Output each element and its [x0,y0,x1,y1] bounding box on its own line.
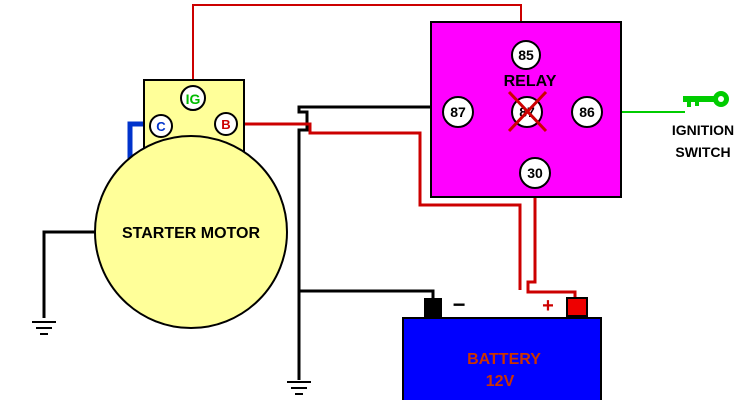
ground-symbol-battery [287,381,311,395]
battery-minus-sign: − [453,292,466,317]
battery-label-line2: 12V [486,373,515,390]
ignition-label-line2: SWITCH [675,144,730,160]
terminal-ig [180,85,206,111]
terminal-c-label: C [156,119,166,134]
terminal-b [214,112,238,136]
starter-motor-label: STARTER MOTOR [122,225,261,242]
wire-starter-ground [42,230,100,318]
relay-pin-87-left-label: 87 [450,104,466,120]
relay-pin-87-center-cross [507,90,548,133]
battery-plus-sign: + [542,295,554,317]
ground-symbol-starter [32,321,56,335]
wire-30-to-battery-plus [526,188,577,298]
relay-pin-86 [571,96,603,128]
relay-pin-30 [519,157,551,189]
ignition-label-line1: IGNITION [672,122,734,138]
relay-pin-85-label: 85 [518,47,534,63]
wire-b-to-30 [240,122,522,290]
battery-label-line1: BATTERY [467,351,541,368]
relay-label: RELAY [504,73,557,90]
terminal-b-label: B [221,117,230,132]
relay-pin-85 [511,40,541,70]
relay-pin-87-left [442,96,474,128]
relay-pin-30-label: 30 [527,165,543,181]
relay-pin-86-label: 86 [579,104,595,120]
battery-body [402,317,602,400]
wire-battery-minus-ground [299,289,435,298]
wire-87-to-b [297,105,443,340]
terminal-c [149,114,173,138]
battery-positive-post [566,297,588,317]
starter-motor [94,135,288,329]
battery-negative-post [424,298,442,318]
terminal-ig-label: IG [186,91,201,107]
key-icon [683,91,729,107]
